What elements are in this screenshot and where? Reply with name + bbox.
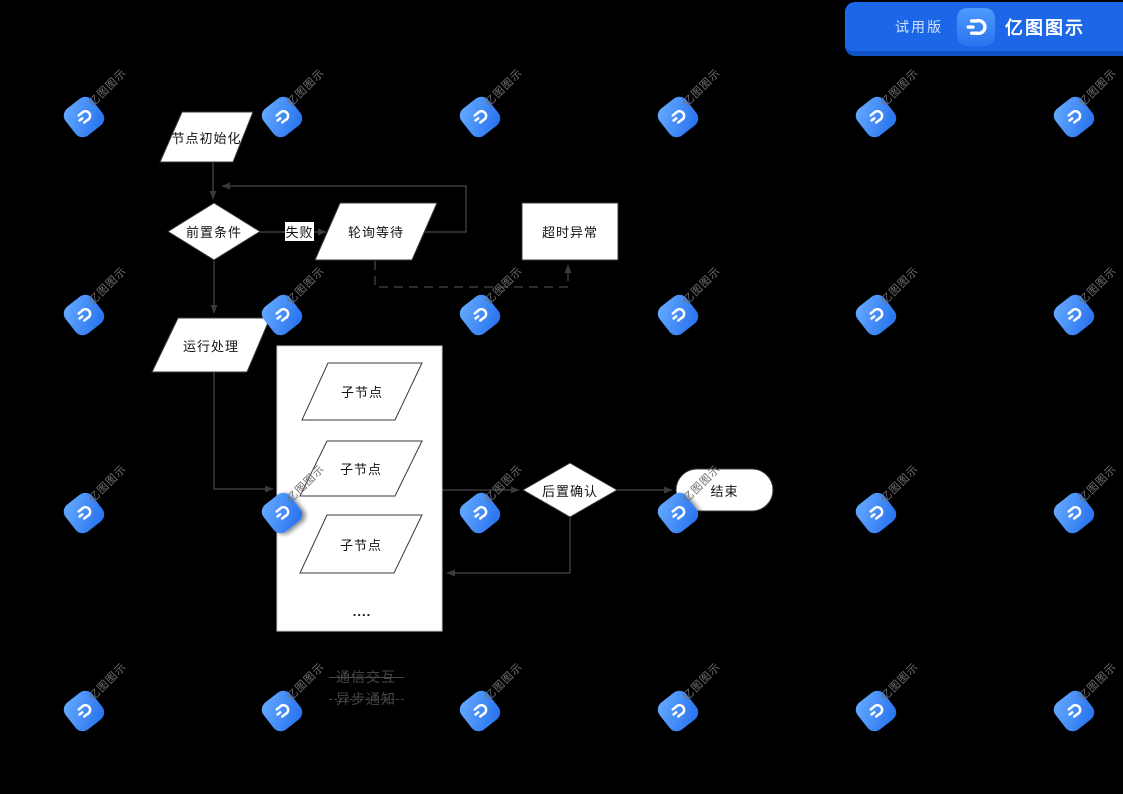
node-end-label: 结束	[710, 483, 739, 499]
edraw-logo-icon	[456, 291, 504, 339]
edraw-logo-icon	[60, 489, 108, 537]
node-precondition-label: 前置条件	[185, 225, 242, 240]
node-postconfirm-label: 后置确认	[541, 483, 598, 499]
shape-postconfirm-diamond	[521, 462, 619, 518]
legend-item-async: 异步通知	[329, 691, 404, 707]
edraw-logo-icon	[852, 291, 900, 339]
edge-pollwait-to-timeout-dashed	[374, 261, 572, 288]
shape-child3-parallelogram	[299, 514, 423, 574]
shape-init-parallelogram	[159, 111, 254, 163]
edraw-logo-icon	[258, 93, 306, 141]
node-pollwait-label: 轮询等待	[347, 225, 404, 240]
trial-banner[interactable]: 试用版 亿图图示	[845, 2, 1123, 56]
node-child1-label: 子节点	[340, 385, 383, 400]
edraw-logo-glyph	[966, 18, 987, 35]
node-timeout-label: 超时异常	[541, 225, 598, 240]
node-child3-label: 子节点	[339, 537, 382, 553]
shape-run-parallelogram	[151, 317, 271, 373]
brand-name: 亿图图示	[1005, 17, 1085, 38]
shape-pollwait-parallelogram	[314, 202, 438, 261]
edraw-logo-icon	[654, 489, 702, 537]
edraw-logo-icon	[456, 489, 504, 537]
edraw-logo-icon	[1050, 93, 1098, 141]
shape-child2-parallelogram	[299, 440, 423, 497]
node-run-label: 运行处理	[182, 338, 239, 354]
node-init-label: 节点初始化	[171, 130, 242, 146]
trial-label: 试用版	[895, 18, 943, 35]
edge-run-to-container	[213, 372, 274, 493]
edraw-logo-icon	[60, 291, 108, 339]
node-child2-label: 子节点	[339, 462, 382, 477]
edraw-app-icon	[957, 7, 995, 46]
edraw-logo-icon	[456, 93, 504, 141]
edraw-logo-icon	[654, 291, 702, 339]
edraw-logo-icon	[1050, 687, 1098, 735]
edge-postconfirm-feedback	[446, 518, 571, 577]
edraw-logo-icon	[852, 687, 900, 735]
shape-child1-parallelogram	[301, 362, 423, 421]
edraw-logo-icon	[60, 687, 108, 735]
dashed-line-sample	[329, 699, 404, 700]
edraw-logo-icon	[60, 93, 108, 141]
edge-label-fail: 失败	[285, 222, 314, 241]
edraw-logo-icon	[852, 489, 900, 537]
shape-precondition-diamond	[167, 202, 261, 261]
edraw-logo-icon	[654, 93, 702, 141]
edraw-logo-icon	[852, 93, 900, 141]
legend: 通信交互 异步通知	[329, 669, 404, 713]
edraw-logo-icon	[1050, 291, 1098, 339]
edraw-logo-icon	[456, 687, 504, 735]
shape-end-terminator	[675, 468, 774, 512]
edge-pollwait-feedback	[221, 182, 467, 233]
edraw-logo-icon	[258, 489, 306, 537]
edraw-logo-icon	[258, 291, 306, 339]
legend-item-comm: 通信交互	[329, 669, 404, 685]
edraw-logo-icon	[1050, 489, 1098, 537]
edraw-logo-icon	[654, 687, 702, 735]
node-ellipsis-label: ....	[352, 603, 372, 619]
shape-timeout-rect	[521, 202, 619, 261]
solid-line-sample	[329, 677, 404, 678]
edraw-logo-icon	[258, 687, 306, 735]
